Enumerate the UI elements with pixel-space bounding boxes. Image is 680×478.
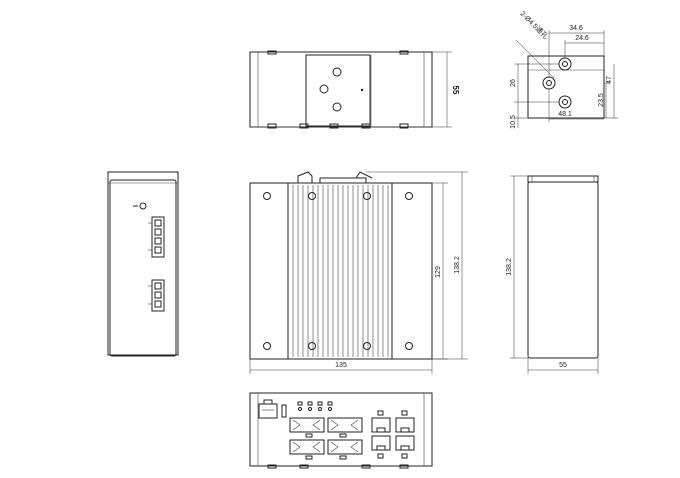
mount-hole-note: 2-Ø4.5通孔 <box>519 9 550 40</box>
front-view: 129 138.2 135 <box>249 171 468 374</box>
dim-top-height: 55 <box>451 86 460 95</box>
dim-height-129: 129 <box>435 266 442 278</box>
left-side-view <box>107 171 179 357</box>
dim-mount-34-6: 34.6 <box>569 25 583 32</box>
dim-height-138-side: 138.2 <box>506 258 513 276</box>
dim-depth-55: 55 <box>559 362 567 369</box>
right-side-view: 138.2 55 <box>506 175 599 374</box>
dim-mount-47: 47 <box>606 76 613 84</box>
dim-mount-24-6: 24.6 <box>575 35 589 42</box>
bottom-port-view <box>249 392 433 469</box>
dim-mount-26: 26 <box>510 79 517 87</box>
dim-height-138-front: 138.2 <box>454 256 461 274</box>
dim-width-135: 135 <box>335 362 347 369</box>
mount-detail-view: 34.6 24.6 26 10.5 47 23.5 48.1 2-Ø4.5通孔 <box>510 9 618 129</box>
dim-mount-23-5: 23.5 <box>598 93 605 107</box>
dim-mount-48: 48.1 <box>558 111 572 118</box>
top-view: 55 <box>249 50 460 129</box>
dim-mount-10-5: 10.5 <box>510 115 517 129</box>
